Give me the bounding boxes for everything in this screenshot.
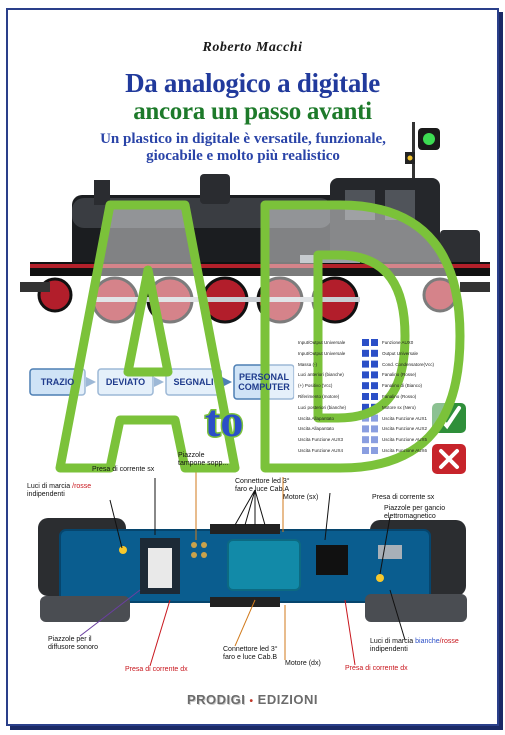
decoder-pin-right: Fanalino (Rosse)	[382, 372, 417, 378]
decoder-pin-right: Uscita Funzione AUX6	[382, 447, 428, 453]
label-presa-corrente-dx-right: Presa di corrente dx	[345, 665, 408, 672]
decoder-pcb-board	[38, 518, 467, 622]
label-piazzole-diffusore: Piazzole per il diffusore sonoro	[48, 636, 99, 651]
label-presa-corrente-sx-top: Presa di corrente sx	[92, 466, 155, 473]
decoder-pad-square	[362, 425, 369, 433]
label-connettore-led-bottom: Connettore led 3° faro e luce Cab.B	[223, 646, 278, 661]
decoder-pad-square	[362, 382, 369, 390]
decoder-pad-square	[371, 393, 378, 400]
red-cross-icon	[432, 444, 466, 474]
decoder-table-row: Input/Output Universale Output Universale	[298, 349, 438, 360]
decoder-pin-right: Output Universale	[382, 350, 419, 356]
publisher-separator: •	[249, 696, 254, 707]
signal-light-icon	[405, 122, 440, 182]
decoder-pin-left: Riferimento (motore)	[298, 393, 340, 399]
decoder-pin-right: Cond. Condensatore(Vcc)	[382, 361, 435, 367]
decoder-pin-left: Uscita Funzione AUX4	[298, 447, 344, 453]
label-motore-dx: Motore (dx)	[285, 660, 321, 667]
decoder-pin-left: Luci anteriori (bianche)	[298, 372, 344, 378]
flow-step-trazione: TRAZIO	[40, 377, 75, 387]
decoder-pin-left: Uscita Allapantato	[298, 426, 335, 432]
flow-step-personal-computer: PERSONAL COMPUTER	[238, 372, 290, 392]
decoder-pad-square	[371, 339, 378, 346]
decoder-pad-square	[371, 447, 378, 454]
decoder-table-row: Luci anteriori (bianche) Fanalino (Rosse)	[298, 370, 438, 381]
decoder-pin-right: Uscita Funzione AUX5	[382, 437, 428, 443]
decoder-pad-square	[362, 393, 369, 400]
decoder-pad-square	[362, 403, 369, 411]
subtitle-line-2: giocabile e molto più realistico	[146, 148, 340, 164]
decoder-table-row: Input/Output Universale Funzione AUX0	[298, 338, 438, 349]
decoder-pin-right: Fanalino (Rosso)	[382, 393, 417, 399]
decoder-pin-left: Luci posteriori (bianche)	[298, 404, 347, 410]
book-title-line-1: Da analogico a digitale	[125, 68, 380, 98]
decoder-pad-square	[362, 371, 369, 379]
decoder-pad-square	[371, 360, 378, 368]
decoder-pad-square	[371, 382, 378, 390]
book-title-line-2: ancora un passo avanti	[133, 98, 372, 125]
decoder-table-row: Massa (-) Cond. Condensatore(Vcc)	[298, 360, 438, 371]
flow-step-deviatoi: DEVIATO	[105, 377, 146, 387]
decoder-pin-right: Funzione AUX0	[382, 340, 414, 345]
decoder-table-row: Uscita Funzione AUX3 Uscita Funzione AUX5	[298, 435, 438, 446]
label-luci-marcia-right: Luci di marcia bianche/rosse indipendent…	[370, 638, 459, 653]
decoder-pad-square	[371, 349, 378, 357]
decoder-table-row: (+) Positivo (Vcc) Fanalino di (Bianco)	[298, 381, 438, 392]
publisher-logo: PRODIGI • EDIZIONI	[0, 692, 505, 707]
publisher-name-part2: EDIZIONI	[257, 692, 318, 707]
decoder-table-row: Uscita Allapantato Uscita Funzione AUX2	[298, 424, 438, 435]
decoder-pad-square	[371, 425, 378, 433]
logo-to-word: to	[203, 395, 244, 446]
subtitle-line-1: Un plastico in digitale è versatile, fun…	[100, 131, 386, 147]
decoder-table-row: Riferimento (motore) Fanalino (Rosso)	[298, 392, 438, 403]
decoder-pad-square	[371, 371, 378, 379]
publisher-name-part1: PRODIGI	[186, 692, 246, 707]
label-motore-sx: Motore (sx)	[283, 494, 319, 501]
author-name: Roberto Macchi	[202, 40, 303, 55]
decoder-pin-left: (+) Positivo (Vcc)	[298, 383, 333, 389]
decoder-pad-square	[362, 436, 369, 444]
decoder-pad-square	[371, 414, 378, 422]
decoder-pin-right: Uscita Funzione AUX1	[382, 415, 428, 421]
decoder-pin-right: Uscita Funzione AUX2	[382, 426, 428, 432]
decoder-pad-square	[371, 436, 378, 444]
label-luci-marcia-left: Luci di marcia /rosse indipendenti	[27, 483, 92, 498]
decoder-pin-left: Input/Output Universale	[298, 350, 346, 356]
label-connettore-led-top: Connettore led 3° faro e luce Cab.A	[235, 478, 290, 493]
decoder-pad-square	[362, 360, 369, 368]
decoder-pin-left: Input/Output Universale	[298, 340, 346, 345]
decoder-pin-right: Motore sx (Nero)	[382, 404, 416, 410]
decoder-pad-square	[362, 339, 369, 346]
ad-to-logo	[55, 200, 465, 473]
pcb-leader-lines	[79, 470, 406, 667]
label-piazzole-gancio: Piazzole per gancio elettromagnetico	[384, 505, 446, 520]
flow-step-segnali: SEGNALI	[173, 377, 214, 387]
book-subtitle: Un plastico in digitale è versatile, fun…	[78, 131, 408, 165]
decoder-table-row: Uscita Funzione AUX4 Uscita Funzione AUX6	[298, 446, 438, 457]
decoder-pin-left: Uscita Funzione AUX3	[298, 437, 344, 443]
label-piazzole-tampone: Piazzole tampone sopp...	[178, 452, 229, 467]
decoder-pin-left: Massa (-)	[298, 361, 317, 367]
decoder-table-row: Uscita Allapantato Uscita Funzione AUX1	[298, 414, 438, 425]
decoder-pad-square	[362, 447, 369, 454]
label-presa-corrente-sx-right: Presa di corrente sx	[372, 494, 435, 501]
decoder-pin-right: Fanalino di (Bianco)	[382, 383, 423, 389]
decoder-pin-left: Uscita Allapantato	[298, 415, 335, 421]
label-presa-corrente-dx-left: Presa di corrente dx	[125, 666, 188, 673]
decoder-table-row: Luci posteriori (bianche) Motore sx (Nero…	[298, 403, 438, 414]
decoder-pad-square	[362, 349, 369, 357]
